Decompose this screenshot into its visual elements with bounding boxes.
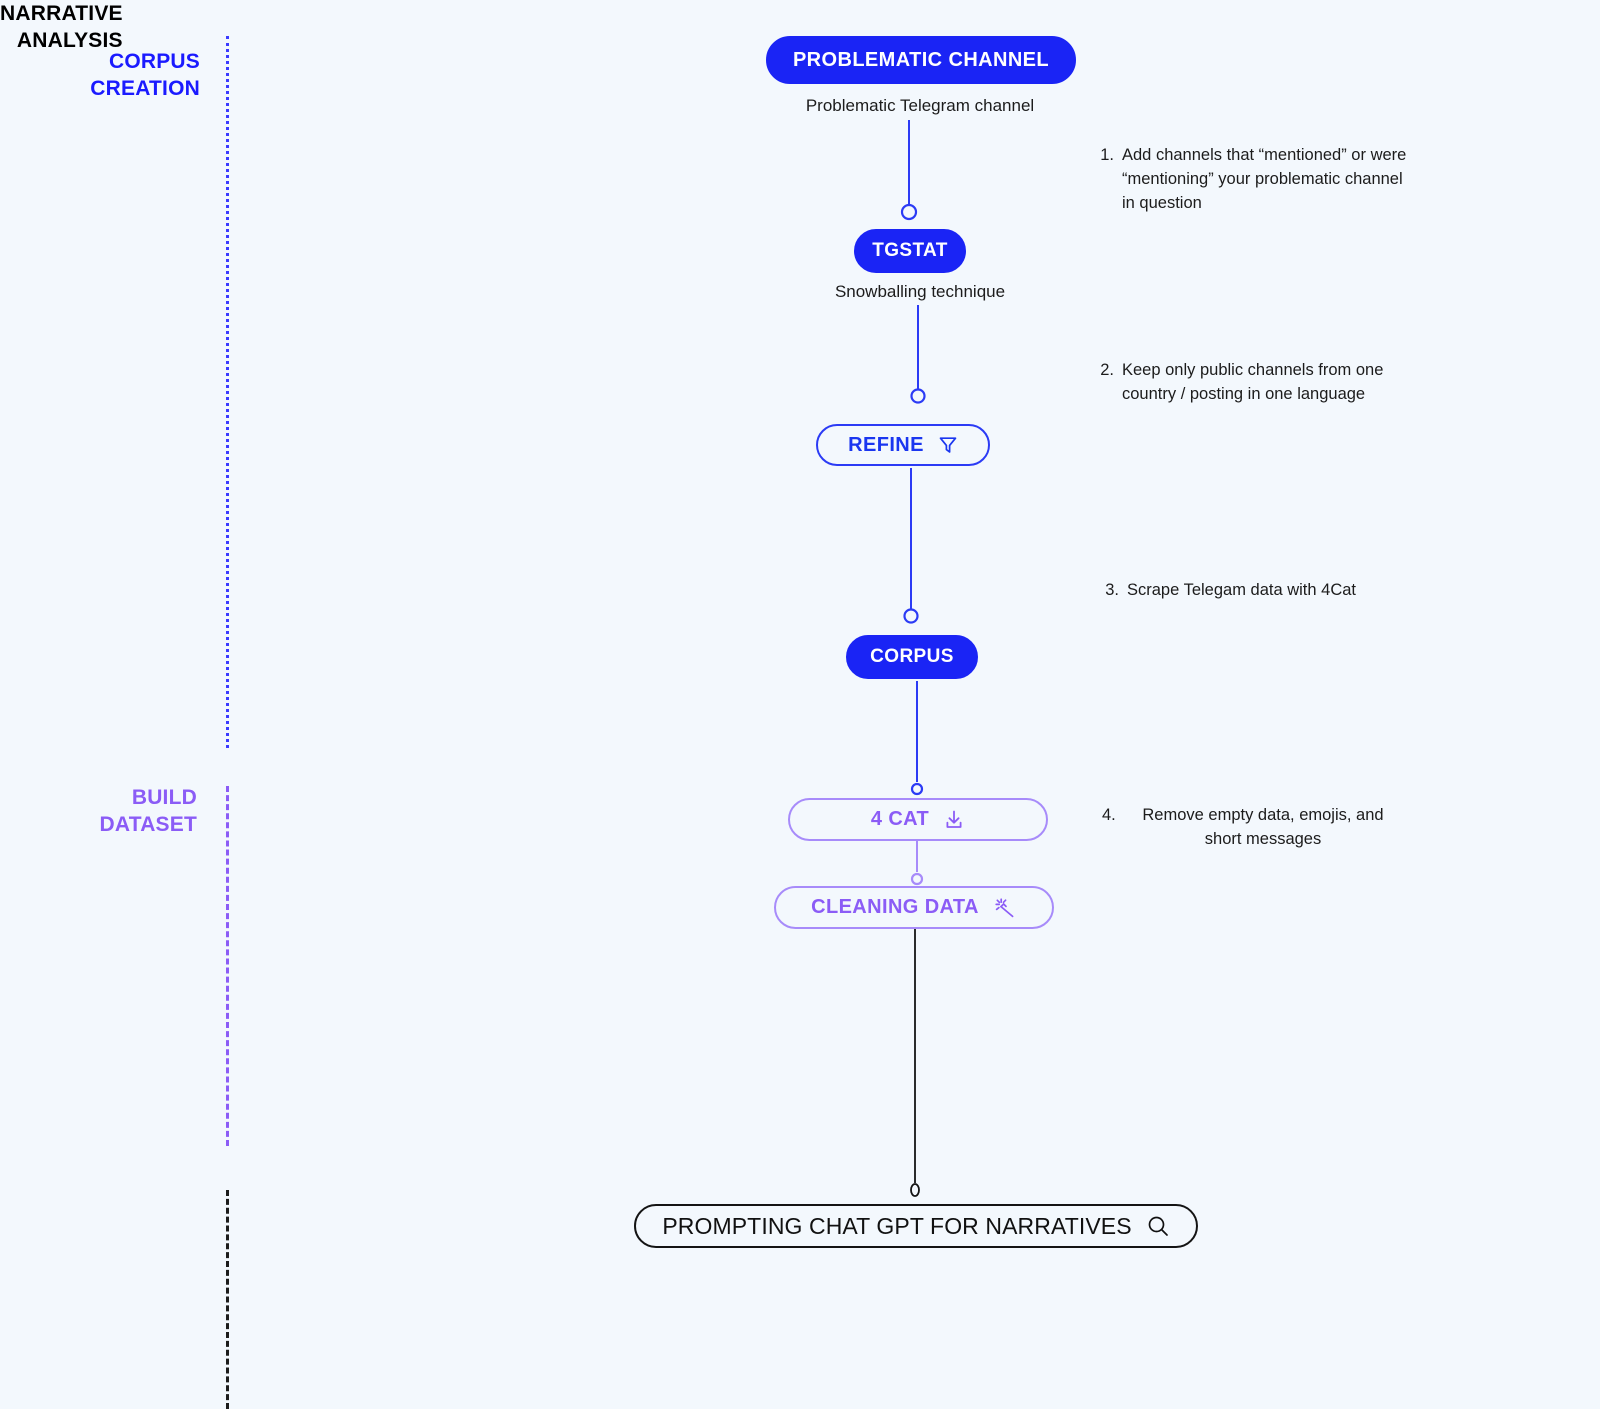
- node-caption-problematic-channel: Problematic Telegram channel: [805, 96, 1035, 115]
- phase-rail-build-dataset: [226, 786, 229, 1146]
- phase-rail-corpus-creation: [226, 36, 229, 748]
- step-number: 1.: [1100, 146, 1114, 164]
- node-caption-tgstat: Snowballing technique: [834, 282, 1006, 301]
- node-cleaning-data[interactable]: CLEANING DATA: [774, 886, 1054, 929]
- phase-label-build-dataset: BUILD DATASET: [99, 786, 197, 836]
- step-number: 2.: [1100, 361, 1114, 379]
- node-corpus[interactable]: CORPUS: [846, 635, 978, 679]
- step-text: Scrape Telegam data with 4Cat: [1127, 581, 1356, 599]
- node-label: PROMPTING CHAT GPT FOR NARRATIVES: [662, 1212, 1132, 1239]
- step-annotation-1: 1. Add channels that “mentioned” or were…: [1088, 143, 1408, 215]
- node-label: REFINE: [848, 433, 924, 456]
- node-refine[interactable]: REFINE: [816, 424, 990, 466]
- search-icon: [1146, 1214, 1170, 1238]
- node-label: 4 CAT: [870, 808, 930, 830]
- phase-rail-narrative-analysis: [226, 1190, 229, 1409]
- node-tgstat[interactable]: TGSTAT: [854, 229, 966, 273]
- step-text: Keep only public channels from one count…: [1122, 361, 1384, 403]
- step-text: Add channels that “mentioned” or were “m…: [1122, 146, 1407, 212]
- node-problematic-channel[interactable]: PROBLEMATIC CHANNEL: [766, 36, 1076, 84]
- magic-wand-icon: [993, 896, 1017, 920]
- filter-icon: [938, 435, 958, 455]
- step-number: 3.: [1105, 581, 1119, 599]
- step-annotation-2: 2. Keep only public channels from one co…: [1088, 358, 1388, 406]
- download-icon: [943, 809, 965, 831]
- node-label: PROBLEMATIC CHANNEL: [792, 48, 1050, 71]
- step-text: Remove empty data, emojis, and short mes…: [1142, 806, 1384, 848]
- phase-label-corpus-creation: CORPUS CREATION: [90, 50, 200, 100]
- node-prompting-chat-gpt[interactable]: PROMPTING CHAT GPT FOR NARRATIVES: [634, 1204, 1198, 1248]
- step-number: 4.: [1102, 806, 1116, 824]
- node-4-cat[interactable]: 4 CAT: [788, 798, 1048, 841]
- node-label: TGSTAT: [872, 240, 948, 261]
- step-annotation-3: 3. Scrape Telegam data with 4Cat: [1093, 578, 1413, 602]
- step-annotation-4: 4. Remove empty data, emojis, and short …: [1102, 803, 1402, 851]
- node-label: CORPUS: [870, 646, 954, 667]
- node-label: CLEANING DATA: [811, 896, 979, 918]
- phase-label-narrative-analysis: NARRATIVE ANALYSIS: [0, 2, 123, 52]
